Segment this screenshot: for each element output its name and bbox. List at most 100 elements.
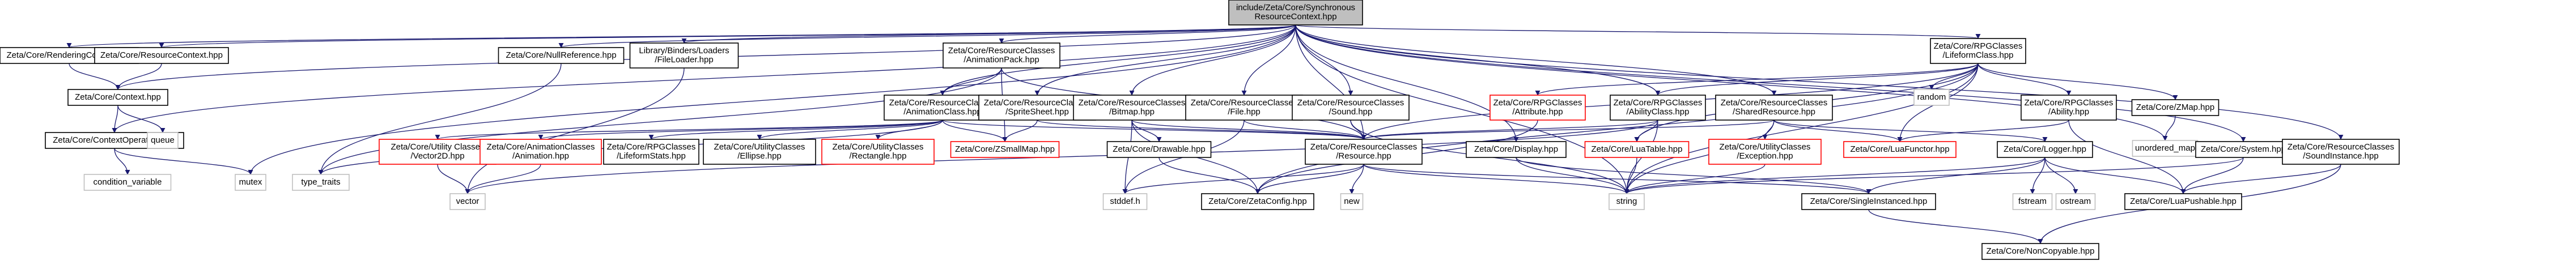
node-soundinst[interactable]: Zeta/Core/ResourceClasses/SoundInstance.… (2282, 139, 2400, 165)
node-resourcehpp[interactable]: Zeta/Core/ResourceClasses/Resource.hpp (1305, 139, 1423, 165)
node-label: Zeta/Core/AnimationClasses (487, 142, 595, 152)
edge-root-to-sharedres (1295, 24, 1777, 96)
node-rectangle[interactable]: Zeta/Core/UtilityClasses/Rectangle.hpp (821, 139, 935, 165)
edge-root-to-unorderedmap (1295, 24, 2168, 141)
node-label: Zeta/Core/UtilityClasses (833, 142, 924, 152)
node-lifeformstats[interactable]: Zeta/Core/RPGClasses/LifeformStats.hpp (603, 139, 699, 165)
node-animpack[interactable]: Zeta/Core/ResourceClasses/AnimationPack.… (943, 42, 1060, 69)
edge-sharedres-to-resourcehpp (1361, 119, 1775, 140)
node-box (1201, 193, 1314, 210)
node-zsmallmap[interactable]: Zeta/Core/ZSmallMap.hpp (950, 141, 1060, 158)
node-noncopyable[interactable]: Zeta/Core/NonCopyable.hpp (1981, 243, 2099, 260)
node-label: Zeta/Core/RPGClasses (607, 142, 696, 152)
node-attribute[interactable]: Zeta/Core/RPGClasses/Attribute.hpp (1489, 95, 1586, 121)
node-label: stddef.h (1110, 197, 1140, 206)
node-ellipse[interactable]: Zeta/Core/UtilityClasses/Ellipse.hpp (703, 139, 816, 165)
node-root[interactable]: include/Zeta/Core/SynchronousResourceCon… (1228, 0, 1363, 25)
edge-ctxop-to-condvar (114, 148, 130, 175)
node-label: Zeta/Core/ResourceClasses (948, 46, 1055, 55)
node-luafunctor[interactable]: Zeta/Core/LuaFunctor.hpp (1843, 141, 1957, 158)
edge-ability-to-luapushable (2068, 119, 2186, 194)
node-stddef[interactable]: stddef.h (1102, 193, 1148, 210)
edge-nullref-to-typetraits (318, 63, 562, 175)
node-luatable[interactable]: Zeta/Core/LuaTable.hpp (1584, 141, 1690, 158)
node-vector[interactable]: vector (449, 193, 486, 210)
edge-ability-to-luafunctor (1897, 119, 2069, 142)
node-resctx[interactable]: Zeta/Core/ResourceContext.hpp (94, 47, 229, 64)
node-abilityclass[interactable]: Zeta/Core/RPGClasses/AbilityClass.hpp (1610, 95, 1706, 121)
node-box (1981, 243, 2099, 260)
node-luapushable[interactable]: Zeta/Core/LuaPushable.hpp (2124, 193, 2242, 210)
node-newhdr[interactable]: new (1340, 193, 1364, 210)
node-condvar[interactable]: condition_variable (83, 174, 172, 191)
edge-vector2d-to-vector (437, 164, 470, 194)
edge-lifeformclass-to-attribute (1535, 63, 1979, 96)
node-box (950, 141, 1060, 158)
edge-lifeformclass-to-abilityclass (1655, 63, 1979, 96)
edge-display-to-singleinst (1516, 157, 1871, 194)
node-animation[interactable]: Zeta/Core/AnimationClasses/Animation.hpp (479, 139, 602, 165)
node-box (2282, 139, 2400, 165)
edge-resourcehpp-to-stddef (1122, 164, 1364, 194)
node-label: Zeta/Core/ResourceClasses (1310, 142, 1417, 152)
node-fstream[interactable]: fstream (2012, 193, 2053, 210)
node-bitmap[interactable]: Zeta/Core/ResourceClasses/Bitmap.hpp (1073, 95, 1191, 121)
node-queue[interactable]: queue (147, 132, 179, 149)
node-lifeformclass[interactable]: Zeta/Core/RPGClasses/LifeformClass.hpp (1930, 38, 2026, 64)
node-soundhpp[interactable]: Zeta/Core/ResourceClasses/Sound.hpp (1292, 95, 1410, 121)
node-sharedres[interactable]: Zeta/Core/ResourceClasses/SharedResource… (1715, 95, 1833, 121)
node-string[interactable]: string (1609, 193, 1645, 210)
node-box (1715, 95, 1833, 121)
node-nullref[interactable]: Zeta/Core/NullReference.hpp (498, 47, 625, 64)
edge-spritesheet-to-resourcehpp (1037, 119, 1366, 140)
node-exception[interactable]: Zeta/Core/UtilityClasses/Exception.hpp (1708, 139, 1822, 165)
edge-filehpp-to-resourcehpp (1244, 119, 1366, 140)
node-ability[interactable]: Zeta/Core/RPGClasses/Ability.hpp (2021, 95, 2117, 121)
node-filehpp[interactable]: Zeta/Core/ResourceClasses/File.hpp (1185, 95, 1303, 121)
node-ostream[interactable]: ostream (2055, 193, 2096, 210)
edge-system-to-luapushable (2180, 157, 2244, 194)
node-fileloader[interactable]: Library/Binders/Loaders/FileLoader.hpp (629, 42, 739, 69)
node-typetraits[interactable]: type_traits (292, 174, 350, 191)
node-context[interactable]: Zeta/Core/Context.hpp (67, 89, 168, 106)
edge-logger-to-luapushable (2044, 157, 2186, 194)
node-box (2132, 140, 2199, 157)
edge-exception-to-string (1624, 164, 1766, 194)
node-label: Zeta/Core/ResourceClasses (1297, 98, 1404, 108)
node-label: mutex (239, 177, 262, 187)
node-box (83, 174, 172, 191)
node-display[interactable]: Zeta/Core/Display.hpp (1466, 141, 1567, 158)
node-label: Zeta/Core/Logger.hpp (2004, 144, 2086, 154)
edge-lifeformclass-to-string (1624, 63, 1979, 194)
node-label: /Attribute.hpp (1512, 107, 1563, 117)
node-label: Zeta/Core/UtilityClasses (714, 142, 805, 152)
edge-root-to-filehpp (1241, 24, 1296, 96)
edge-lifeformclass-to-zmap (1977, 63, 2178, 100)
node-box (449, 193, 486, 210)
node-random[interactable]: random (1913, 89, 1950, 106)
node-logger[interactable]: Zeta/Core/Logger.hpp (1997, 141, 2093, 158)
node-box (1997, 141, 2093, 158)
node-box (292, 174, 350, 191)
edge-animclass-to-ellipse (757, 119, 943, 140)
node-zetaconfig[interactable]: Zeta/Core/ZetaConfig.hpp (1201, 193, 1314, 210)
node-box (1930, 38, 2026, 64)
node-system[interactable]: Zeta/Core/System.hpp (2195, 141, 2291, 158)
node-mutex[interactable]: mutex (235, 174, 266, 191)
node-label: Zeta/Core/ZSmallMap.hpp (955, 144, 1055, 154)
node-unorderedmap[interactable]: unordered_map (2132, 140, 2199, 157)
edge-renderctx-to-context (69, 63, 121, 90)
node-label: /Vector2D.hpp (410, 151, 464, 161)
node-label: /SharedResource.hpp (1733, 107, 1815, 117)
node-singleinst[interactable]: Zeta/Core/SingleInstanced.hpp (1801, 193, 1936, 210)
node-label: /Resource.hpp (1336, 151, 1391, 161)
node-vector2d[interactable]: Zeta/Core/Utility Classes/Vector2D.hpp (379, 139, 496, 165)
node-zmap[interactable]: Zeta/Core/ZMap.hpp (2131, 99, 2219, 116)
node-label: /AnimationClass.hpp (903, 107, 982, 117)
node-drawable[interactable]: Zeta/Core/Drawable.hpp (1106, 141, 1212, 158)
edge-root-to-fileloader (682, 24, 1296, 44)
edge-soundinst-to-luapushable (2180, 164, 2341, 194)
edge-spritesheet-to-zsmallmap (1002, 119, 1038, 142)
edge-sharedres-to-string (1624, 119, 1775, 194)
